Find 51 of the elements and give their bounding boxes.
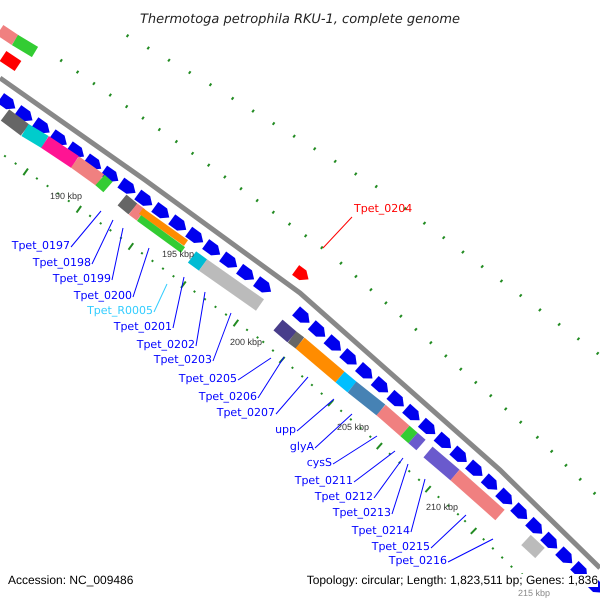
- leader-line: [70, 210, 102, 248]
- gene-label: Tpet_0203: [154, 353, 212, 366]
- tick-label: 205 kbp: [337, 422, 370, 432]
- gene-label: Tpet_0205: [178, 372, 237, 385]
- gene-label: Tpet_0213: [332, 506, 391, 519]
- leader-line: [92, 220, 114, 264]
- leader-line: [212, 312, 232, 362]
- gene-label: glyA: [290, 440, 314, 453]
- gene-label: Tpet_0202: [136, 338, 195, 351]
- leader-line: [172, 276, 184, 328]
- tick-label: 190 kbp: [50, 191, 82, 201]
- gene-label: Tpet_0199: [52, 272, 111, 285]
- leader-line: [332, 436, 378, 464]
- gene-label: Tpet_0212: [314, 490, 373, 503]
- gene-label: Tpet_0198: [32, 256, 91, 269]
- leader-line: [392, 464, 408, 514]
- leader-line: [112, 228, 124, 280]
- gene-label: Tpet_0200: [74, 289, 132, 302]
- tick-label: 215 kbp: [518, 588, 550, 598]
- gene-label: Tpet_0204: [354, 202, 412, 215]
- tick-label: 195 kbp: [162, 249, 194, 259]
- leader-line: [374, 458, 404, 498]
- leader-line: [314, 414, 352, 448]
- gene-label: Tpet_0214: [352, 524, 410, 537]
- gene-label: upp: [275, 423, 296, 436]
- gene-label: Tpet_0206: [198, 390, 257, 403]
- leader-line: [354, 450, 396, 482]
- leader-line: [296, 398, 334, 432]
- gene-label: Tpet_0201: [114, 320, 172, 333]
- gene-label: cysS: [306, 456, 332, 469]
- leader-line: [448, 538, 494, 562]
- gene-label: Tpet_0197: [12, 239, 70, 252]
- tick-label: 210 kbp: [426, 502, 458, 512]
- gene-label: Tpet_0215: [372, 540, 430, 553]
- leader-line: [322, 216, 352, 248]
- leader-line: [430, 514, 466, 548]
- gene-label: Tpet_0211: [294, 474, 353, 487]
- gene-label: Tpet_0207: [216, 406, 275, 419]
- leader-line: [276, 376, 308, 414]
- leader-line: [238, 358, 272, 380]
- leader-line: [132, 248, 150, 298]
- footer-text: Topology: circular; Length: 1,823,511 bp; Genes: 1,836: [306, 574, 598, 587]
- leader-line: [154, 284, 168, 312]
- gene-label: Tpet_R0005: [87, 304, 153, 317]
- tick-label: 200 kbp: [230, 337, 262, 347]
- map-title: Thermotoga petrophila RKU-1, complete genome: [140, 11, 460, 29]
- leader-line: [410, 478, 426, 532]
- gene-label: Tpet_0216: [388, 554, 447, 567]
- leader-line: [196, 292, 206, 346]
- footer-text: Accession: NC_009486: [8, 574, 134, 587]
- leader-line: [258, 356, 284, 398]
